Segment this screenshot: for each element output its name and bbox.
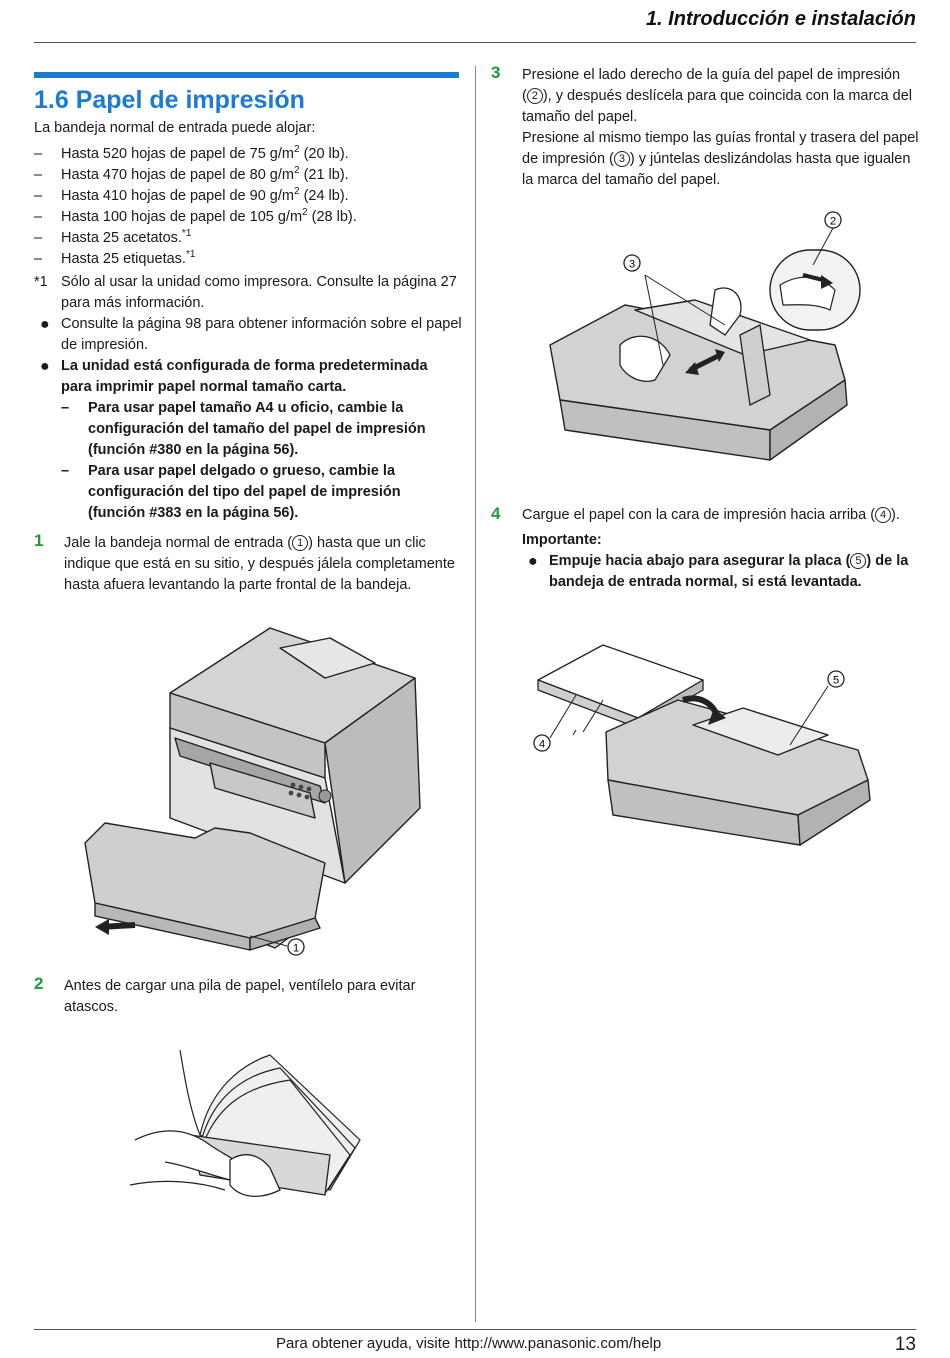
load-paper-illustration: 4 5 [533,644,871,846]
footer-rule [34,1329,916,1330]
callout-2: 2 [830,216,836,228]
capacity-item: –Hasta 100 hojas de papel de 105 g/m2 (2… [34,207,357,225]
callout-4: 4 [539,739,545,751]
step-4-number: 4 [491,504,501,523]
step-1-number: 1 [34,531,44,550]
step-2-text: Antes de cargar una pila de papel, ventí… [64,978,416,1015]
step-3-text: Presione el lado derecho de la guía del … [522,67,919,188]
callout-3: 3 [629,259,635,271]
callout-1: 1 [293,943,299,955]
fanning-paper-illustration [130,1050,361,1197]
step-1-text: Jale la bandeja normal de entrada (1) ha… [64,535,455,593]
guide-adjust-illustration: 3 2 [549,211,861,461]
capacity-item: –Hasta 410 hojas de papel de 90 g/m2 (24… [34,186,349,204]
page-number: 13 [894,1334,916,1355]
capacity-item: –Hasta 25 acetatos.*1 [34,228,192,246]
capacity-item: –Hasta 470 hojas de papel de 80 g/m2 (21… [34,165,349,183]
capacity-item: –Hasta 520 hojas de papel de 75 g/m2 (20… [34,144,349,162]
column-divider [475,66,476,1322]
printer-tray-illustration: 1 [84,627,421,956]
capacity-item: –Hasta 25 etiquetas.*1 [34,249,196,267]
step-3-number: 3 [491,63,501,82]
section-title: 1.6 Papel de impresión [34,86,305,114]
help-link[interactable]: Para obtener ayuda, visite http://www.pa… [276,1335,662,1352]
intro-text: La bandeja normal de entrada puede aloja… [34,120,316,136]
step-2-number: 2 [34,974,44,993]
callout-5: 5 [833,675,839,687]
section-bar [34,72,459,78]
chapter-header: 1. Introducción e instalación [645,8,916,30]
important-label: Importante: [522,532,602,548]
header-rule [34,42,916,43]
step-4-text: Cargue el papel con la cara de impresión… [522,507,900,523]
